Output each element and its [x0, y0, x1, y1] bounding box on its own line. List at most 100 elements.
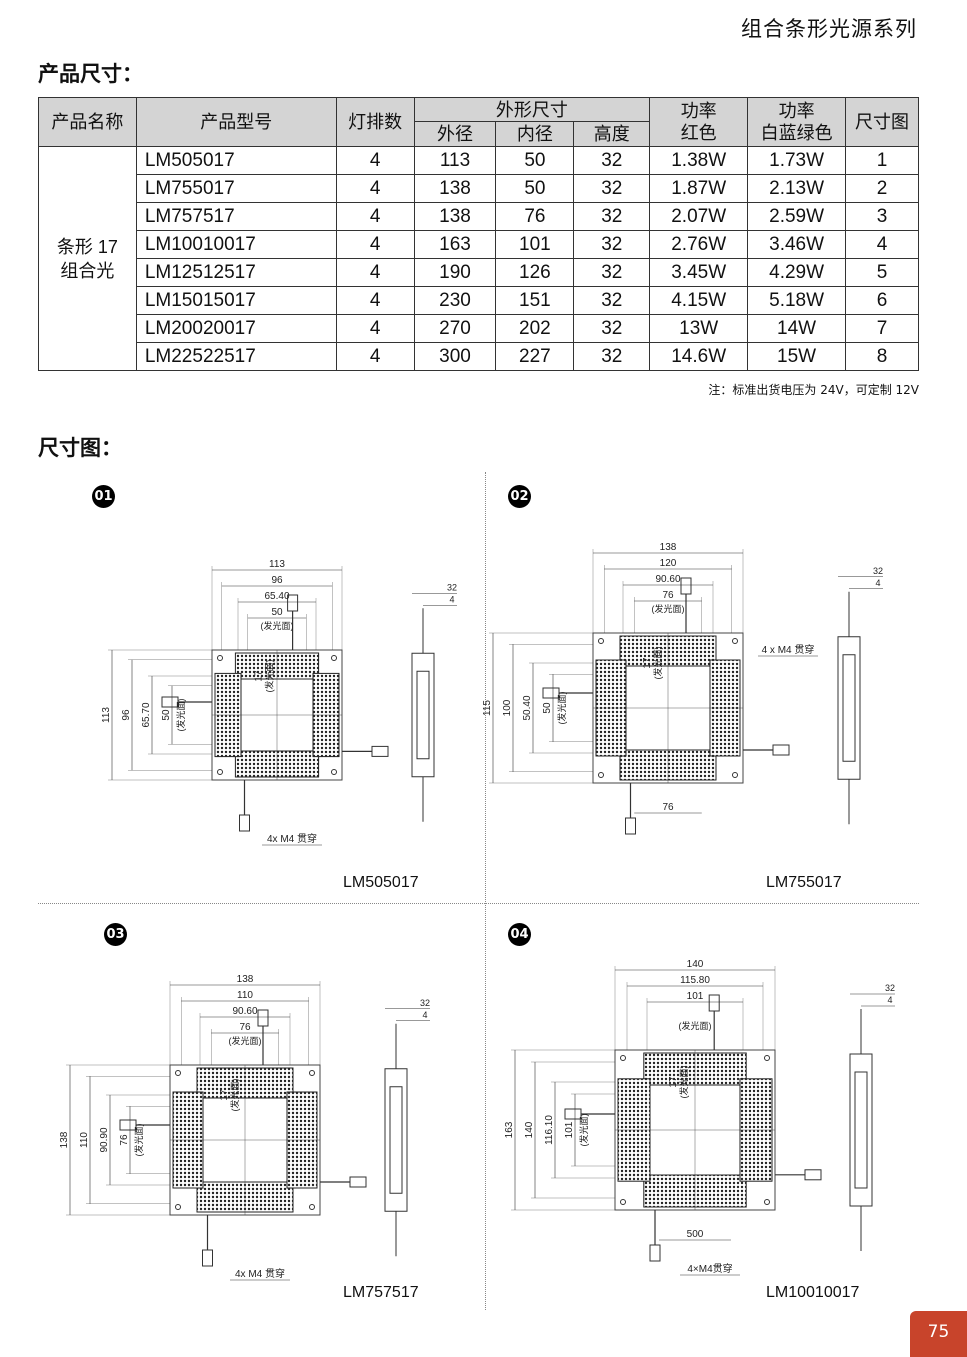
- cell-outer: 270: [413, 314, 497, 343]
- cell-fig: 3: [845, 202, 919, 231]
- cell-inner: 50: [495, 174, 575, 203]
- connector: [257, 1009, 269, 1027]
- cell-outer: 163: [413, 230, 497, 259]
- cell-inner: 50: [495, 146, 575, 175]
- cell-p-red: 2.76W: [649, 230, 749, 259]
- horizontal-divider: [38, 903, 919, 904]
- cell-outer: 138: [413, 202, 497, 231]
- mounting-hole: [764, 1199, 770, 1205]
- dimension-label: 116.10: [544, 1115, 555, 1145]
- side-view-led: [389, 1086, 403, 1194]
- drawing-model-caption: LM757517: [343, 1284, 419, 1301]
- mounting-hole: [175, 1204, 181, 1210]
- cell-inner: 126: [495, 258, 575, 287]
- emit-face-label: (发光面): [229, 1079, 240, 1112]
- dimension-label: 76: [239, 1022, 251, 1033]
- side-view-led: [416, 670, 430, 760]
- cell-model: LM757517: [135, 202, 337, 231]
- mounting-hole: [217, 769, 223, 775]
- power-wb-line2: 白蓝绿色: [760, 123, 833, 143]
- dimension-label: 50.40: [522, 695, 533, 720]
- cell-outer: 190: [413, 258, 497, 287]
- dimension-label: 32: [873, 566, 883, 576]
- cell-fig: 2: [845, 174, 919, 203]
- cell-lamps: 4: [335, 286, 415, 315]
- connector: [564, 1108, 582, 1120]
- cell-p-wb: 15W: [747, 342, 847, 371]
- cell-model: LM10010017: [135, 230, 337, 259]
- dimension-label: 4: [422, 1010, 427, 1020]
- mounting-hole: [598, 772, 604, 778]
- cell-outer: 113: [413, 146, 497, 175]
- emit-face-label: (发光面): [678, 1066, 689, 1099]
- dimension-label: 76: [119, 1134, 130, 1146]
- cell-fig: 5: [845, 258, 919, 287]
- cell-lamps: 4: [335, 342, 415, 371]
- cell-model: LM22522517: [135, 342, 337, 371]
- product-name-line1: 条形 17: [56, 236, 118, 257]
- cell-fig: 7: [845, 314, 919, 343]
- cell-height: 32: [573, 202, 651, 231]
- page-number: 75: [910, 1311, 967, 1357]
- hole-callout: 4x M4 贯穿: [235, 1267, 285, 1280]
- cell-model: LM755017: [135, 174, 337, 203]
- connector: [287, 594, 299, 612]
- cell-fig: 4: [845, 230, 919, 259]
- emit-face-label: (发光面): [652, 603, 685, 614]
- dimension-label: 163: [504, 1121, 515, 1138]
- dimension-label: 500: [687, 1229, 704, 1240]
- series-title: 组合条形光源系列: [741, 17, 917, 41]
- cell-height: 32: [573, 314, 651, 343]
- drawing-number-badge: 01: [92, 485, 115, 508]
- cell-lamps: 4: [335, 314, 415, 343]
- dimension-label: 4: [875, 578, 880, 588]
- dimension-label: 17: [253, 670, 264, 682]
- cell-model: LM15015017: [135, 286, 337, 315]
- cell-height: 32: [573, 174, 651, 203]
- side-view-body: [837, 636, 861, 780]
- dimension-label: 90.90: [99, 1127, 110, 1152]
- dimension-label: 32: [420, 998, 430, 1008]
- dimension-label: 50: [271, 607, 283, 618]
- col-header-outer: 外径: [413, 121, 497, 147]
- spec-table: 产品名称 产品型号 灯排数 外形尺寸 功率 红色 功率 白蓝绿色 尺寸图 外径 …: [38, 97, 919, 371]
- cell-height: 32: [573, 258, 651, 287]
- table-note: 注：标准出货电压为 24V，可定制 12V: [708, 383, 919, 397]
- mounting-hole: [217, 655, 223, 661]
- cell-inner: 227: [495, 342, 575, 371]
- dimension-label: 65.70: [141, 702, 152, 727]
- connector: [708, 994, 720, 1012]
- vertical-divider: [485, 472, 486, 1310]
- side-view-body: [411, 652, 435, 778]
- cell-p-red: 14.6W: [649, 342, 749, 371]
- cell-outer: 300: [413, 342, 497, 371]
- side-view-led: [854, 1071, 868, 1189]
- cell-inner: 101: [495, 230, 575, 259]
- cell-fig: 8: [845, 342, 919, 371]
- cell-p-red: 2.07W: [649, 202, 749, 231]
- emit-face-label: (发光面): [578, 1114, 589, 1147]
- emit-face-label: (发光面): [263, 660, 274, 693]
- col-header-model: 产品型号: [135, 97, 337, 147]
- cell-height: 32: [573, 230, 651, 259]
- dimension-label: 140: [524, 1121, 535, 1138]
- mounting-hole: [732, 638, 738, 644]
- emit-face-label: (发光面): [133, 1124, 144, 1157]
- connector: [239, 814, 250, 832]
- cell-inner: 151: [495, 286, 575, 315]
- connector: [680, 577, 692, 595]
- dimension-label: 96: [121, 709, 132, 721]
- cell-lamps: 4: [335, 230, 415, 259]
- cell-height: 32: [573, 286, 651, 315]
- mounting-hole: [598, 638, 604, 644]
